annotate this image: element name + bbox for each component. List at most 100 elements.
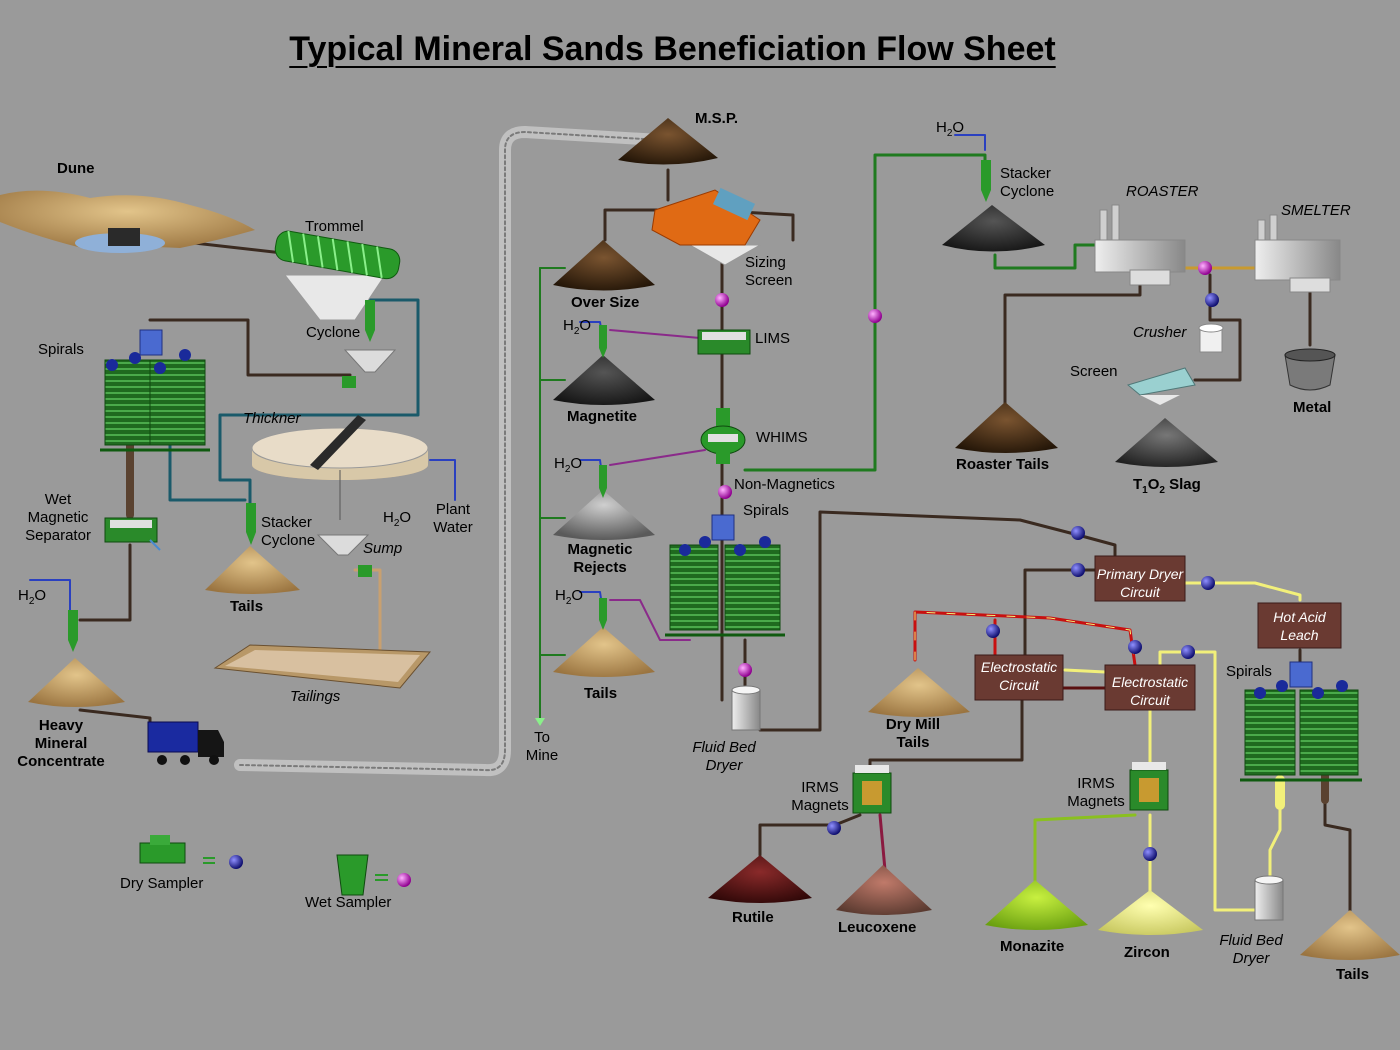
label-over-size: Over Size	[571, 294, 640, 311]
label-line: IRMS	[1077, 775, 1115, 792]
label-line: Hot Acid	[1273, 609, 1326, 625]
ladle-icon	[1284, 348, 1336, 391]
label-dune: Dune	[57, 160, 95, 177]
stockpile-icon	[1300, 910, 1400, 960]
label-line: Fluid Bed	[692, 739, 756, 756]
label-line: Circuit	[1120, 584, 1160, 600]
dry-sampler-icon	[229, 855, 243, 869]
slag-o: O	[1147, 476, 1160, 493]
magnetic-separator-icon	[104, 517, 161, 551]
label-line: Plant	[435, 501, 471, 518]
label-line: Concentrate	[17, 753, 105, 770]
spiral-bank-icon	[1240, 661, 1362, 782]
label-h2o-tails: H2O	[555, 587, 583, 611]
dry-sampler-icon	[1201, 576, 1215, 590]
h2o-o: O	[570, 455, 583, 472]
stockpile-icon	[28, 658, 125, 707]
label-line: Stacker	[261, 514, 312, 531]
label-tails-right: Tails	[1336, 966, 1370, 983]
cyclone-icon	[599, 325, 607, 358]
electrostatic-box-1	[974, 654, 1064, 701]
wet-sampler-icon	[1198, 261, 1212, 275]
screen-icon	[1126, 367, 1196, 405]
h2o-h: H	[554, 455, 565, 472]
stockpile-icon	[868, 668, 970, 717]
label-line: Electrostatic	[980, 659, 1058, 675]
slag-word: Slag	[1164, 476, 1201, 493]
label-line: Stacker	[1000, 165, 1051, 182]
thickener-icon	[251, 415, 429, 520]
h2o-sub: 2	[565, 596, 572, 607]
label-smelter: SMELTER	[1281, 202, 1351, 219]
label-line: Magnets	[1067, 793, 1125, 810]
h2o-o: O	[34, 587, 47, 604]
h2o-h: H	[18, 587, 29, 604]
tailings-icon	[213, 644, 432, 689]
label-electrostatic-circuit-1: Electrostatic Circuit	[975, 658, 1063, 694]
h2o-sub: 2	[393, 518, 400, 529]
label-cyclone: Cyclone	[306, 324, 361, 341]
stockpile-icon	[618, 118, 718, 165]
screen-icon	[651, 187, 762, 266]
cyclone-icon	[246, 503, 256, 545]
label-roaster: ROASTER	[1126, 183, 1199, 200]
label-line: Dry Mill	[885, 716, 941, 733]
label-line: Heavy	[38, 717, 84, 734]
label-sizing-screen: Sizing Screen	[745, 254, 793, 290]
cyclone-icon	[68, 610, 78, 652]
label-thickner: Thickner	[243, 410, 301, 427]
h2o-sub: 2	[573, 326, 580, 337]
dry-sampler-icon	[1181, 645, 1195, 659]
label-heavy-mineral-concentrate: Heavy Mineral Concentrate	[10, 717, 112, 771]
sump-icon	[316, 534, 372, 577]
dry-sampler-icon	[1128, 640, 1142, 654]
label-magnetic-rejects: Magnetic Rejects	[560, 541, 640, 577]
stockpile-icon	[1115, 418, 1218, 467]
dune-icon	[0, 190, 255, 253]
h2o-h: H	[936, 119, 947, 136]
stockpile-icon	[1098, 890, 1203, 935]
label-line: Separator	[25, 527, 91, 544]
whims-icon	[700, 408, 746, 464]
label-h2o-magnetite: H2O	[563, 317, 591, 341]
label-irms-magnets-2: IRMS Magnets	[1064, 775, 1128, 811]
label-line: Circuit	[1130, 692, 1170, 708]
h2o-h: H	[383, 509, 394, 526]
label-wet-sampler: Wet Sampler	[305, 894, 392, 911]
label-dry-sampler: Dry Sampler	[120, 875, 204, 892]
label-line: Fluid Bed	[1219, 932, 1283, 949]
label-spirals-mid: Spirals	[743, 502, 789, 519]
dry-sampler-icon	[1205, 293, 1219, 307]
label-line: IRMS	[801, 779, 839, 796]
label-spirals-right: Spirals	[1226, 663, 1272, 680]
h2o-o: O	[579, 317, 592, 334]
truck-icon	[147, 721, 224, 765]
label-line: Water	[433, 519, 473, 536]
magnetic-separator-icon	[697, 329, 751, 355]
dryer-icon	[731, 685, 761, 731]
label-stacker-cyclone-left: Stacker Cyclone	[261, 514, 315, 550]
dry-sampler-icon	[827, 821, 841, 835]
label-roaster-tails: Roaster Tails	[956, 456, 1050, 473]
label-non-magnetics: Non-Magnetics	[734, 476, 835, 493]
hot-acid-leach-box	[1257, 602, 1342, 649]
stockpile-icon	[942, 205, 1045, 252]
label-irms-magnets-1: IRMS Magnets	[788, 779, 852, 815]
label-screen-right: Screen	[1070, 363, 1118, 380]
roaster-icon	[1094, 204, 1186, 286]
h2o-sub: 2	[946, 128, 953, 139]
label-magnetite: Magnetite	[567, 408, 638, 425]
label-whims: WHIMS	[756, 429, 808, 446]
label-line: Dryer	[705, 757, 743, 774]
stockpile-icon	[553, 627, 655, 677]
wet-sampler-icon	[397, 873, 411, 887]
label-line: Electrostatic	[1111, 674, 1189, 690]
label-line: Tails	[896, 734, 930, 751]
stockpile-icon	[205, 546, 300, 594]
dry-sampler-icon	[1071, 526, 1085, 540]
dryer-icon	[1254, 875, 1284, 921]
primary-dryer-box	[1094, 555, 1186, 602]
funnel-icon	[342, 349, 397, 388]
label-spirals-left: Spirals	[38, 341, 84, 358]
